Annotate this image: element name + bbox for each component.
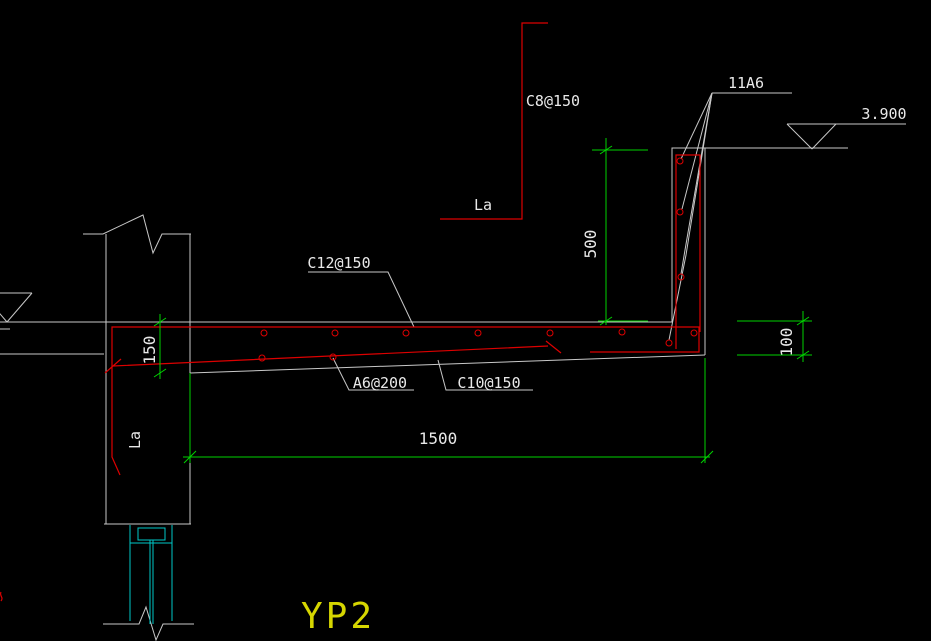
upturn-u-bar bbox=[675, 154, 701, 349]
dim-text-500: 500 bbox=[581, 230, 600, 259]
bar-section bbox=[402, 329, 410, 337]
bottom-distribution-leader bbox=[332, 357, 414, 391]
bar-section bbox=[676, 208, 684, 216]
bar-section bbox=[676, 157, 684, 165]
bar-section bbox=[677, 273, 685, 281]
bar-section bbox=[690, 329, 698, 337]
distribution-leader-2 bbox=[681, 92, 713, 210]
distribution-leader-3 bbox=[680, 92, 713, 275]
window-jamb-lines bbox=[129, 540, 173, 624]
distribution-leader-4 bbox=[668, 92, 713, 341]
elevation-symbol-3900 bbox=[786, 123, 906, 150]
top-bar-with-hook bbox=[111, 326, 700, 476]
dim-text-150: 150 bbox=[140, 336, 159, 365]
label-detail-anchorage: La bbox=[474, 196, 492, 214]
bar-section bbox=[618, 328, 626, 336]
dim-100-tip bbox=[737, 311, 812, 362]
rebar-lines bbox=[0, 22, 701, 602]
bar-section bbox=[329, 353, 337, 361]
dim-text-1500: 1500 bbox=[419, 429, 458, 448]
bottom-bar-leader bbox=[437, 359, 533, 391]
bottom-break-line bbox=[103, 605, 194, 641]
distribution-leader-1 bbox=[680, 92, 713, 160]
label-elevation-value: 3.900 bbox=[861, 105, 906, 123]
annotations: C8@150 La C12@150 11A6 3.900 A6@200 C10@… bbox=[126, 74, 907, 449]
top-bar-leader bbox=[308, 271, 415, 328]
label-distribution-bars: 11A6 bbox=[728, 74, 764, 92]
dim-text-100: 100 bbox=[777, 328, 796, 357]
upturn-edge-outline bbox=[671, 147, 706, 355]
dim-500-upturn bbox=[592, 138, 648, 326]
label-bottom-bar: C10@150 bbox=[457, 374, 520, 392]
left-elevation-symbol bbox=[0, 292, 33, 330]
label-top-bar: C12@150 bbox=[307, 254, 370, 272]
bar-section bbox=[546, 329, 554, 337]
dim-1500-span bbox=[183, 358, 714, 464]
drawing-title: YP2 bbox=[301, 596, 375, 637]
bar-section bbox=[474, 329, 482, 337]
window-head-outer bbox=[129, 525, 173, 544]
wall-top-break-line bbox=[83, 214, 191, 255]
bent-bar-shape-detail bbox=[440, 22, 548, 220]
leader-lines bbox=[308, 92, 792, 391]
dim-150-root bbox=[153, 314, 167, 379]
label-upturn-bar-detail: C8@150 bbox=[526, 92, 580, 110]
bar-section bbox=[665, 339, 673, 347]
bar-section bbox=[331, 329, 339, 337]
label-wall-anchorage: La bbox=[126, 431, 144, 449]
bar-section bbox=[260, 329, 268, 337]
slab-bottom-tapered-line bbox=[189, 354, 706, 374]
edge-red-mark bbox=[0, 591, 3, 602]
window-head-inner bbox=[137, 527, 166, 541]
bar-section bbox=[258, 354, 266, 362]
label-bottom-distribution: A6@200 bbox=[353, 374, 407, 392]
dimension-lines bbox=[153, 138, 812, 464]
window-frame bbox=[129, 525, 173, 624]
distribution-bar-sections bbox=[258, 157, 698, 362]
structure-outline bbox=[0, 123, 906, 641]
